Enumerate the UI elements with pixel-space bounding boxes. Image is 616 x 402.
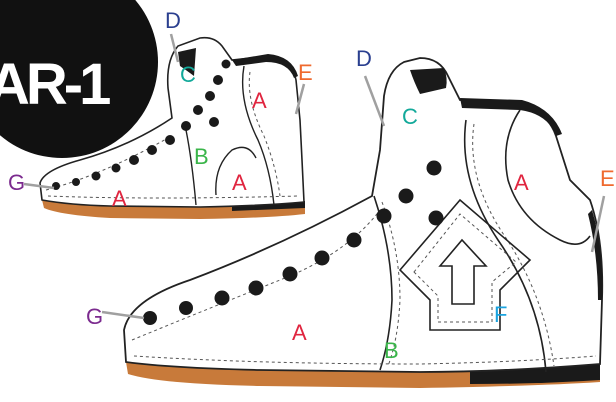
eyelet — [222, 60, 231, 69]
eyelet — [205, 91, 215, 101]
eyelet — [215, 291, 230, 306]
label-small-d: D — [165, 8, 181, 33]
label-large-a-upper: A — [514, 170, 529, 195]
label-small-a-heel: A — [232, 170, 247, 195]
eyelet — [427, 161, 442, 176]
label-small-b: B — [194, 144, 209, 169]
eyelet — [315, 251, 330, 266]
eyelet — [209, 117, 219, 127]
label-small-c: C — [180, 62, 196, 87]
eyelet — [72, 178, 80, 186]
label-large-g: G — [86, 304, 103, 329]
eyelet — [181, 121, 191, 131]
eyelet — [429, 211, 444, 226]
label-large-f: F — [494, 302, 507, 327]
label-small-g: G — [8, 170, 25, 195]
eyelet — [179, 301, 193, 315]
label-small-a-upper: A — [252, 88, 267, 113]
eyelet — [112, 164, 121, 173]
label-small-e: E — [298, 60, 313, 85]
leader-large-d — [365, 76, 384, 126]
label-large-e: E — [600, 166, 615, 191]
eyelet — [165, 135, 175, 145]
eyelet — [347, 233, 362, 248]
eyelet — [249, 281, 264, 296]
eyelet — [129, 155, 139, 165]
eyelet — [399, 189, 414, 204]
eyelet — [143, 311, 157, 325]
label-large-a-toe: A — [292, 320, 307, 345]
eyelet — [147, 145, 157, 155]
eyelet — [92, 172, 101, 181]
eyelet — [213, 75, 223, 85]
label-small-a-toe: A — [112, 186, 127, 211]
label-large-d: D — [356, 46, 372, 71]
model-badge: AR-1 — [0, 0, 158, 158]
label-large-b: B — [384, 338, 399, 363]
badge-text: AR-1 — [0, 52, 110, 117]
eyelet — [283, 267, 298, 282]
eyelet — [377, 209, 392, 224]
label-large-c: C — [402, 104, 418, 129]
eyelet — [193, 105, 203, 115]
